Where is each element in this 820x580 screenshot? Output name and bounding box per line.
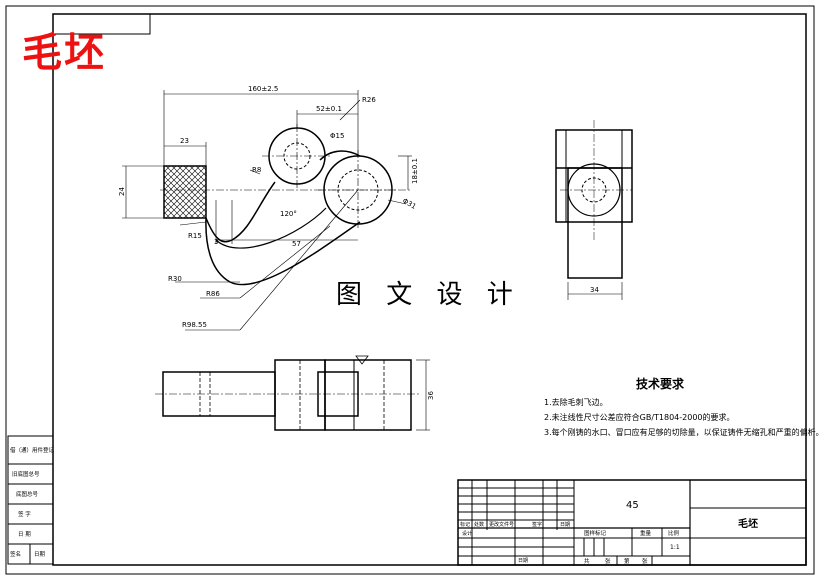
tb-stage-2: 重量 (640, 529, 652, 537)
tb-stage-3: 比例 (668, 529, 680, 537)
sidebar-row-3: 底图总号 (16, 490, 39, 498)
dim-diameter-15: Φ15 (330, 132, 344, 140)
sidebar-row-2: 旧底图总号 (12, 470, 40, 478)
front-view (122, 90, 412, 331)
watermark-text: 图 文 设 计 (336, 280, 521, 310)
tb-sheet-1: 共 (584, 557, 590, 565)
corner-box (52, 13, 151, 35)
dim-bottom-height-36: 36 (427, 391, 435, 400)
dim-radius-15: R15 (188, 232, 202, 240)
dim-radius-8: R8 (252, 166, 261, 174)
tb-sheet-4: 张 (642, 557, 648, 565)
sidebar-row-1: 借（通）用件登记 (10, 446, 55, 454)
arm-upper (205, 181, 276, 243)
dim-radius-top: R26 (362, 96, 376, 104)
link-curve (319, 150, 361, 161)
dim-57: 57 (292, 240, 301, 248)
dim-radius-86: R86 (206, 290, 220, 298)
tech-item-1: 1.去除毛刺飞边。 (544, 397, 608, 407)
drawing-title: 毛坯 (22, 29, 106, 76)
material-text: 45 (626, 500, 639, 511)
tb-sheet-2: 张 (605, 557, 611, 565)
arm-mid (215, 207, 327, 249)
inner-border (52, 13, 807, 566)
tech-item-2: 2.未注线性尺寸公差应符合GB/T1804-2000的要求。 (544, 412, 735, 422)
tb-header-2: 处数 (474, 521, 484, 528)
hatched-block (163, 165, 207, 219)
sidebar-row-4: 签 字 (18, 510, 31, 518)
left-sidebar (7, 435, 54, 565)
side-view (555, 120, 633, 300)
tb-header-5: 日期 (560, 522, 570, 528)
tb-left-5: 日期 (518, 558, 528, 564)
tb-left-1: 设计 (462, 530, 472, 537)
bottom-view (155, 355, 430, 431)
tech-item-3: 3.每个刚铸的水口、冒口应有足够的切除量，以保证铸件无缩孔和严重的偏析。 (544, 427, 820, 437)
dim-diameter-31: Φ31 (401, 197, 417, 211)
dim-radius-98: R98.55 (182, 321, 207, 329)
dim-side-width-34: 34 (590, 286, 599, 294)
sidebar-footer-1: 签名 (10, 550, 21, 558)
dim-3: 3 (214, 238, 218, 246)
tech-title: 技术要求 (636, 376, 685, 391)
outer-border (5, 5, 815, 575)
part-name: 毛坯 (738, 517, 758, 530)
arm-lower (205, 217, 361, 286)
tb-header-1: 标记 (460, 521, 470, 528)
tb-scale: 1:1 (670, 544, 680, 551)
title-block (457, 479, 807, 566)
tb-header-4: 签字 (532, 521, 542, 528)
tb-header-3: 更改文件号 (489, 521, 514, 528)
sidebar-footer-2: 日期 (34, 551, 46, 558)
sidebar-row-5: 日 期 (18, 531, 31, 538)
dim-width-23: 23 (180, 137, 189, 145)
dim-center-distance: 52±0.1 (316, 105, 342, 113)
dim-height-24: 24 (118, 187, 126, 196)
dim-overall-length: 160±2.5 (248, 85, 278, 93)
dim-radius-30: R30 (168, 275, 182, 283)
tb-sheet-3: 第 (624, 557, 630, 565)
tb-stage-1: 图样标记 (584, 529, 607, 537)
dim-18: 18±0.1 (411, 158, 419, 184)
dim-angle-120: 120° (280, 210, 297, 218)
